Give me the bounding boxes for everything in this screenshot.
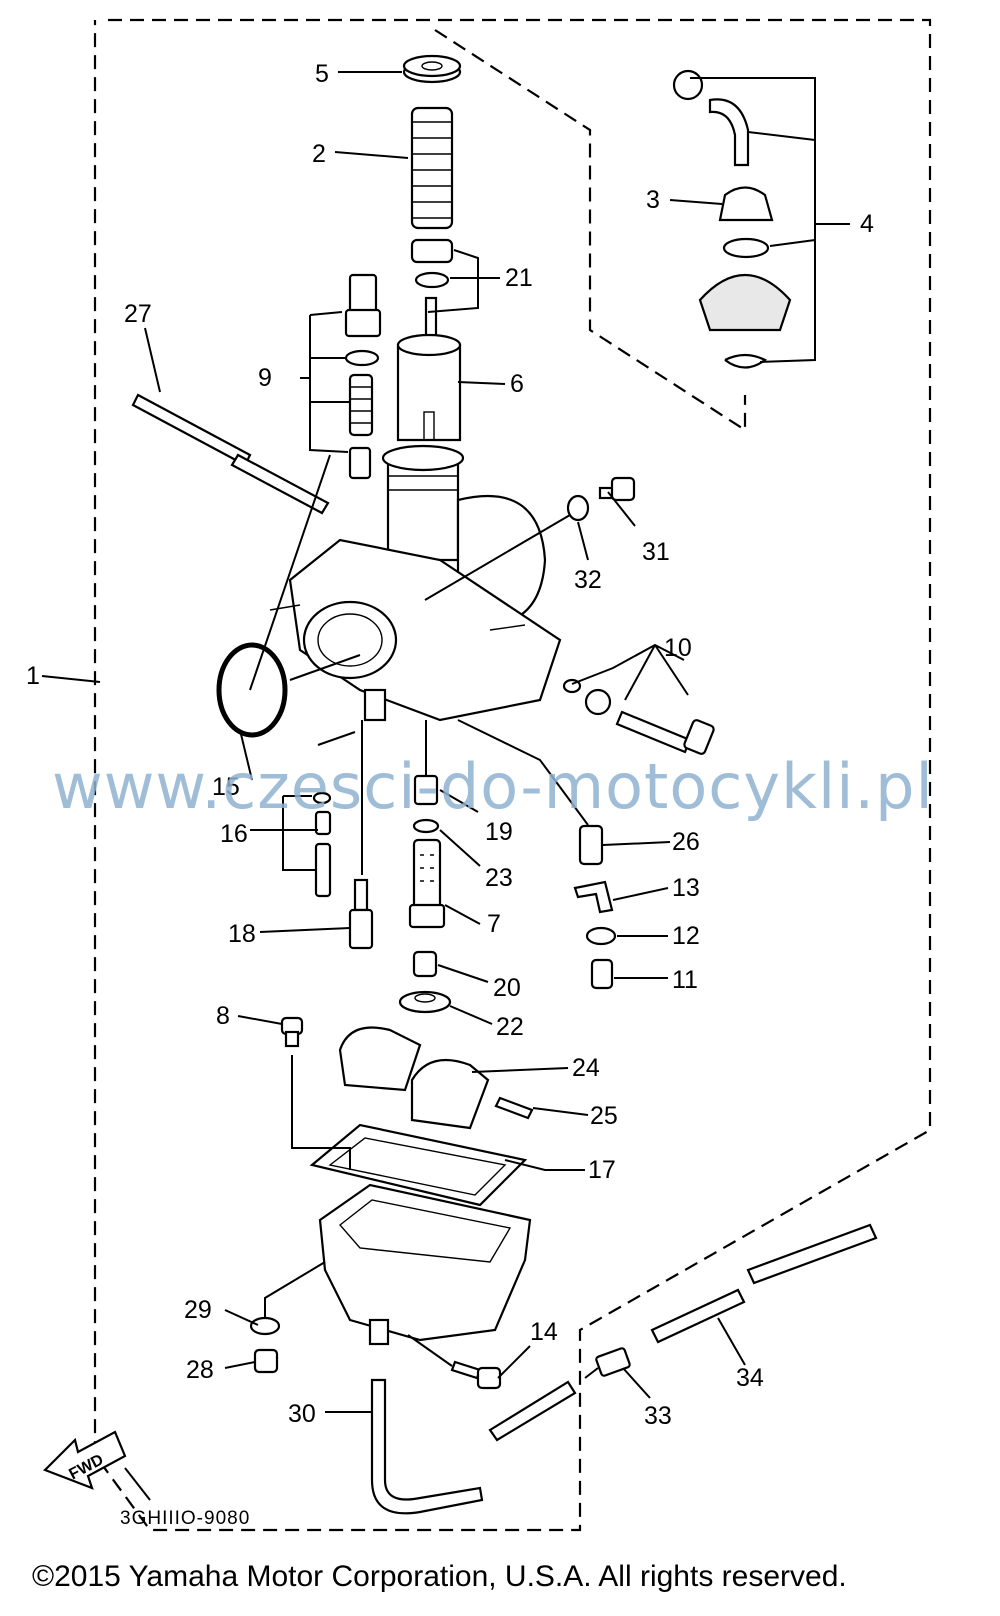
callout-15: 15	[212, 773, 240, 801]
part-14-screw	[450, 1360, 502, 1390]
callout-10: 10	[664, 634, 692, 662]
part-5-cap	[402, 54, 462, 84]
part-25-pin	[494, 1096, 534, 1120]
callout-4: 4	[860, 210, 874, 238]
callout-21: 21	[505, 264, 533, 292]
callout-16: 16	[220, 820, 248, 848]
callout-29: 29	[184, 1296, 212, 1324]
part-12-washer	[585, 926, 617, 946]
part-32-washer	[566, 494, 590, 522]
float-bowl	[318, 1183, 532, 1346]
part-21-needle-set	[410, 238, 454, 338]
callout-32: 32	[574, 566, 602, 594]
part-29-washer	[249, 1316, 281, 1336]
callout-11: 11	[672, 966, 698, 994]
callout-12: 12	[672, 922, 700, 950]
part-33-fitting	[595, 1347, 631, 1377]
callout-13: 13	[672, 874, 700, 902]
part-6-throttle-valve	[396, 333, 462, 442]
part-11-screw	[590, 958, 614, 990]
leader-lines	[41, 71, 850, 1501]
part-8-screw	[280, 1016, 304, 1048]
part-30-hose	[370, 1378, 577, 1515]
part-23-ring	[412, 818, 440, 834]
part-22-washer	[398, 990, 452, 1014]
part-18-jet	[348, 878, 374, 950]
callout-22: 22	[496, 1013, 524, 1041]
carburetor-body	[269, 444, 562, 722]
callout-8: 8	[216, 1002, 230, 1030]
callout-9: 9	[258, 364, 272, 392]
copyright-notice: ©2015 Yamaha Motor Corporation, U.S.A. A…	[32, 1560, 847, 1593]
part-34-hose	[650, 1223, 878, 1344]
callout-26: 26	[672, 828, 700, 856]
fwd-arrow	[43, 1430, 127, 1490]
callout-24: 24	[572, 1054, 600, 1082]
callout-3: 3	[646, 186, 660, 214]
part-15-o-ring	[216, 642, 288, 738]
callout-31: 31	[642, 538, 670, 566]
callout-labels: 1 2 3 4 5 6 7 8 9 10 11 12 13 14 15 16 1…	[26, 60, 874, 1483]
callout-28: 28	[186, 1356, 214, 1384]
callout-19: 19	[485, 818, 513, 846]
part-4-top-assembly	[672, 69, 792, 369]
callout-7: 7	[487, 910, 501, 938]
part-20-jet	[412, 950, 438, 978]
callout-18: 18	[228, 920, 256, 948]
part-28-screw	[253, 1348, 279, 1374]
part-26-valve	[578, 824, 604, 866]
part-24-float	[338, 1026, 490, 1130]
callout-30: 30	[288, 1400, 316, 1428]
callout-20: 20	[493, 974, 521, 1002]
callout-27: 27	[124, 300, 152, 328]
part-2-spring	[410, 106, 454, 230]
watermark-text: www.czesci-do-motocykli.pl	[52, 750, 934, 823]
callout-17: 17	[588, 1156, 616, 1184]
drawing-code: 3GHIIIO-9080	[120, 1508, 251, 1529]
callout-34: 34	[736, 1364, 764, 1392]
callout-2: 2	[312, 140, 326, 168]
callout-25: 25	[590, 1102, 618, 1130]
part-19-jet	[413, 774, 439, 806]
part-9-pilot-screw-set	[344, 273, 382, 480]
callout-1: 1	[26, 662, 40, 690]
callout-23: 23	[485, 864, 513, 892]
callout-33: 33	[644, 1402, 672, 1430]
part-31-screw	[598, 476, 636, 502]
part-17-gasket	[309, 1123, 528, 1207]
callout-6: 6	[510, 370, 524, 398]
part-10-screw-set	[562, 678, 715, 755]
part-27-pipe	[131, 393, 330, 515]
callout-14: 14	[530, 1318, 558, 1346]
part-7-needle-jet	[408, 838, 446, 929]
callout-5: 5	[315, 60, 329, 88]
part-13-clip	[573, 880, 614, 914]
part-16-jet-set	[312, 791, 332, 898]
